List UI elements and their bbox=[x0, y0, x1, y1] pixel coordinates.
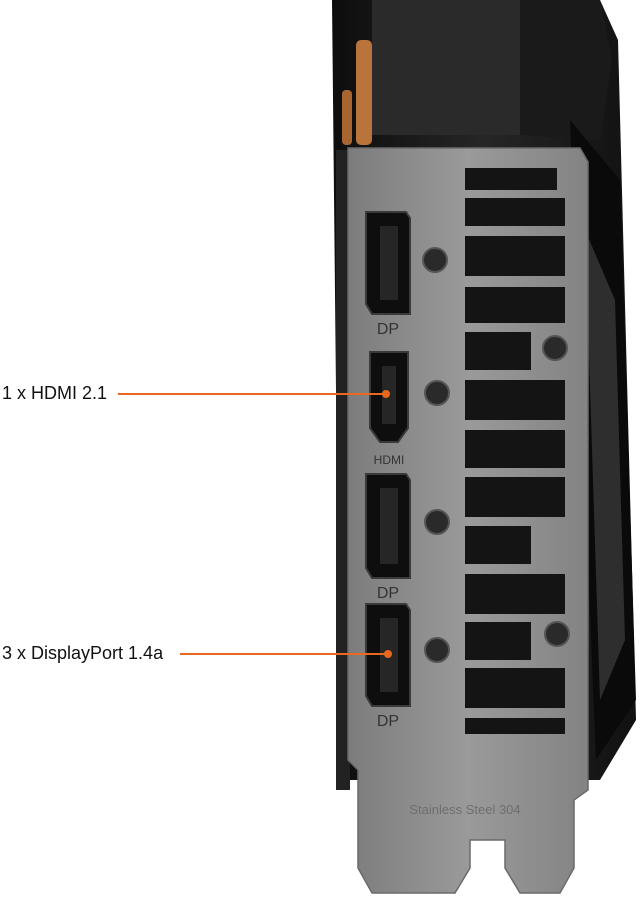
displayport-port bbox=[365, 211, 411, 315]
vent-slots bbox=[465, 168, 565, 734]
hdmi-port bbox=[369, 351, 409, 443]
pcb-edge bbox=[336, 150, 350, 790]
callout-hdmi-label: 1 x HDMI 2.1 bbox=[2, 383, 108, 403]
callout-displayport-label: 3 x DisplayPort 1.4a bbox=[2, 643, 164, 663]
port-label-hdmi: HDMI bbox=[374, 453, 405, 467]
displayport-port bbox=[365, 473, 411, 579]
heat-pipes bbox=[342, 40, 372, 145]
port-label-dp-2: DP bbox=[377, 585, 399, 602]
port-label-dp-3: DP bbox=[377, 713, 399, 730]
bracket-engraving: Stainless Steel 304 bbox=[409, 802, 520, 817]
callout-leaders bbox=[118, 390, 392, 658]
port-label-dp-1: DP bbox=[377, 321, 399, 338]
bracket-screws bbox=[422, 247, 570, 663]
